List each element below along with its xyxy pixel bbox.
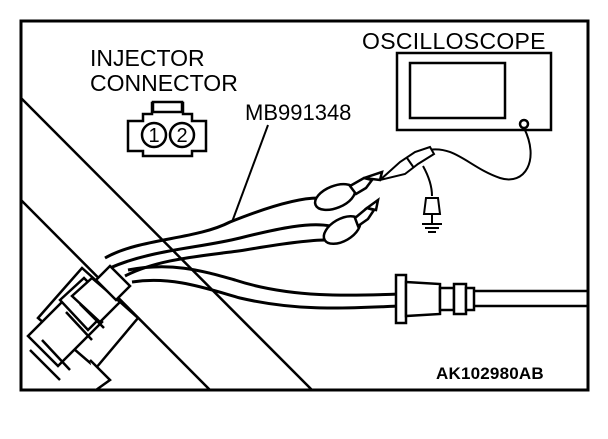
injector-connector-label-line1: INJECTOR xyxy=(90,45,205,71)
oscilloscope-label: OSCILLOSCOPE xyxy=(362,28,546,54)
output-cable xyxy=(474,289,588,308)
inline-connector xyxy=(394,273,476,325)
injector-body-connector xyxy=(26,264,140,392)
oscilloscope-body xyxy=(395,51,553,132)
harness-cables xyxy=(104,196,401,310)
probe-tip xyxy=(379,145,436,181)
pin-1-label: 1 xyxy=(148,125,159,147)
pin-2-label: 2 xyxy=(176,125,187,147)
tool-leader-line xyxy=(231,124,269,223)
figure-code-label: AK102980AB xyxy=(436,364,544,383)
injector-connector-label-line2: CONNECTOR xyxy=(90,70,238,96)
tool-number-label: MB991348 xyxy=(245,100,352,125)
injector-connector-symbol xyxy=(126,100,208,158)
ground-clip xyxy=(422,165,442,233)
oscilloscope-probe-cable xyxy=(427,127,532,181)
alligator-clip-2 xyxy=(322,197,380,246)
alligator-clip-1 xyxy=(313,170,384,212)
